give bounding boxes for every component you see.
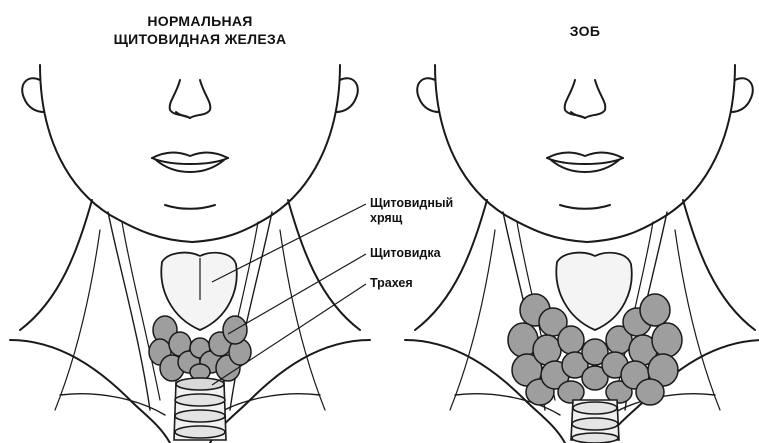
label-cartilage-line2: хрящ: [370, 211, 490, 226]
normal-thyroid-title: НОРМАЛЬНАЯ ЩИТОВИДНАЯ ЖЕЛЕЗА: [70, 12, 330, 48]
goiter-figure: [405, 65, 759, 443]
label-thyroid-cartilage: Щитовидный хрящ: [370, 196, 490, 226]
goiter-trachea: [571, 400, 619, 443]
normal-figure: [10, 65, 370, 443]
label-cartilage-line1: Щитовидный: [370, 196, 490, 211]
label-trachea: Трахея: [370, 276, 413, 291]
normal-title-line1: НОРМАЛЬНАЯ: [70, 12, 330, 30]
goiter-title-text: ЗОБ: [555, 22, 615, 40]
label-thyroid: Щитовидка: [370, 246, 441, 261]
goiter-cartilage: [556, 253, 631, 330]
normal-title-line2: ЩИТОВИДНАЯ ЖЕЛЕЗА: [70, 30, 330, 48]
normal-trachea: [174, 378, 226, 440]
goiter-title: ЗОБ: [555, 22, 615, 40]
